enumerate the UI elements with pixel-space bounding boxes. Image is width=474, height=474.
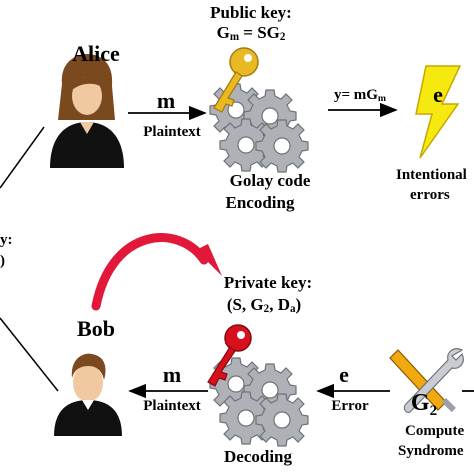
- private-key-curve-arrow: [91, 233, 209, 311]
- alice-label: Alice: [72, 41, 120, 66]
- decoding-label: Decoding: [224, 447, 292, 466]
- bottom-m-label: m: [162, 362, 182, 387]
- syndrome-line2: Syndrome: [398, 443, 464, 459]
- bob-avatar: [54, 353, 122, 436]
- left-connector-bottom: [0, 317, 59, 392]
- syndrome-line1: Compute: [405, 423, 465, 439]
- bolt-letter: e: [433, 82, 443, 107]
- private-key-title: Private key:: [223, 273, 313, 292]
- public-key-icon: [213, 47, 259, 113]
- tools-icon: [389, 348, 464, 413]
- alice-avatar: [50, 54, 124, 168]
- left-fragment-line2: ): [0, 253, 5, 269]
- bob-label: Bob: [77, 316, 115, 341]
- encoding-line1: Golay code: [229, 171, 311, 190]
- intentional-errors-line2: errors: [410, 187, 450, 203]
- top-m-label: m: [156, 88, 176, 113]
- error-caption-label: Error: [331, 398, 369, 414]
- left-connector-top: [0, 126, 45, 189]
- intentional-errors-line1: Intentional: [396, 167, 467, 183]
- lightning-bolt-icon: [415, 65, 462, 159]
- public-key-title: Public key:: [210, 3, 292, 22]
- ciphertext-label: y= mGm: [333, 87, 387, 104]
- bottom-plaintext-label: Plaintext: [143, 398, 201, 414]
- private-key-icon: [207, 324, 252, 387]
- error-symbol-label: e: [339, 362, 349, 387]
- public-key-formula: Gm = SG2: [216, 23, 286, 43]
- syndrome-icon-letter: G2: [411, 390, 437, 419]
- encoding-line2: Encoding: [225, 193, 295, 212]
- private-key-curve-arrowhead: [196, 244, 222, 276]
- left-fragment-line1: y:: [0, 232, 13, 248]
- top-plaintext-label: Plaintext: [143, 124, 201, 140]
- private-key-tuple: (S, G2, Da): [226, 295, 302, 315]
- decoding-gears-icon: [209, 357, 309, 447]
